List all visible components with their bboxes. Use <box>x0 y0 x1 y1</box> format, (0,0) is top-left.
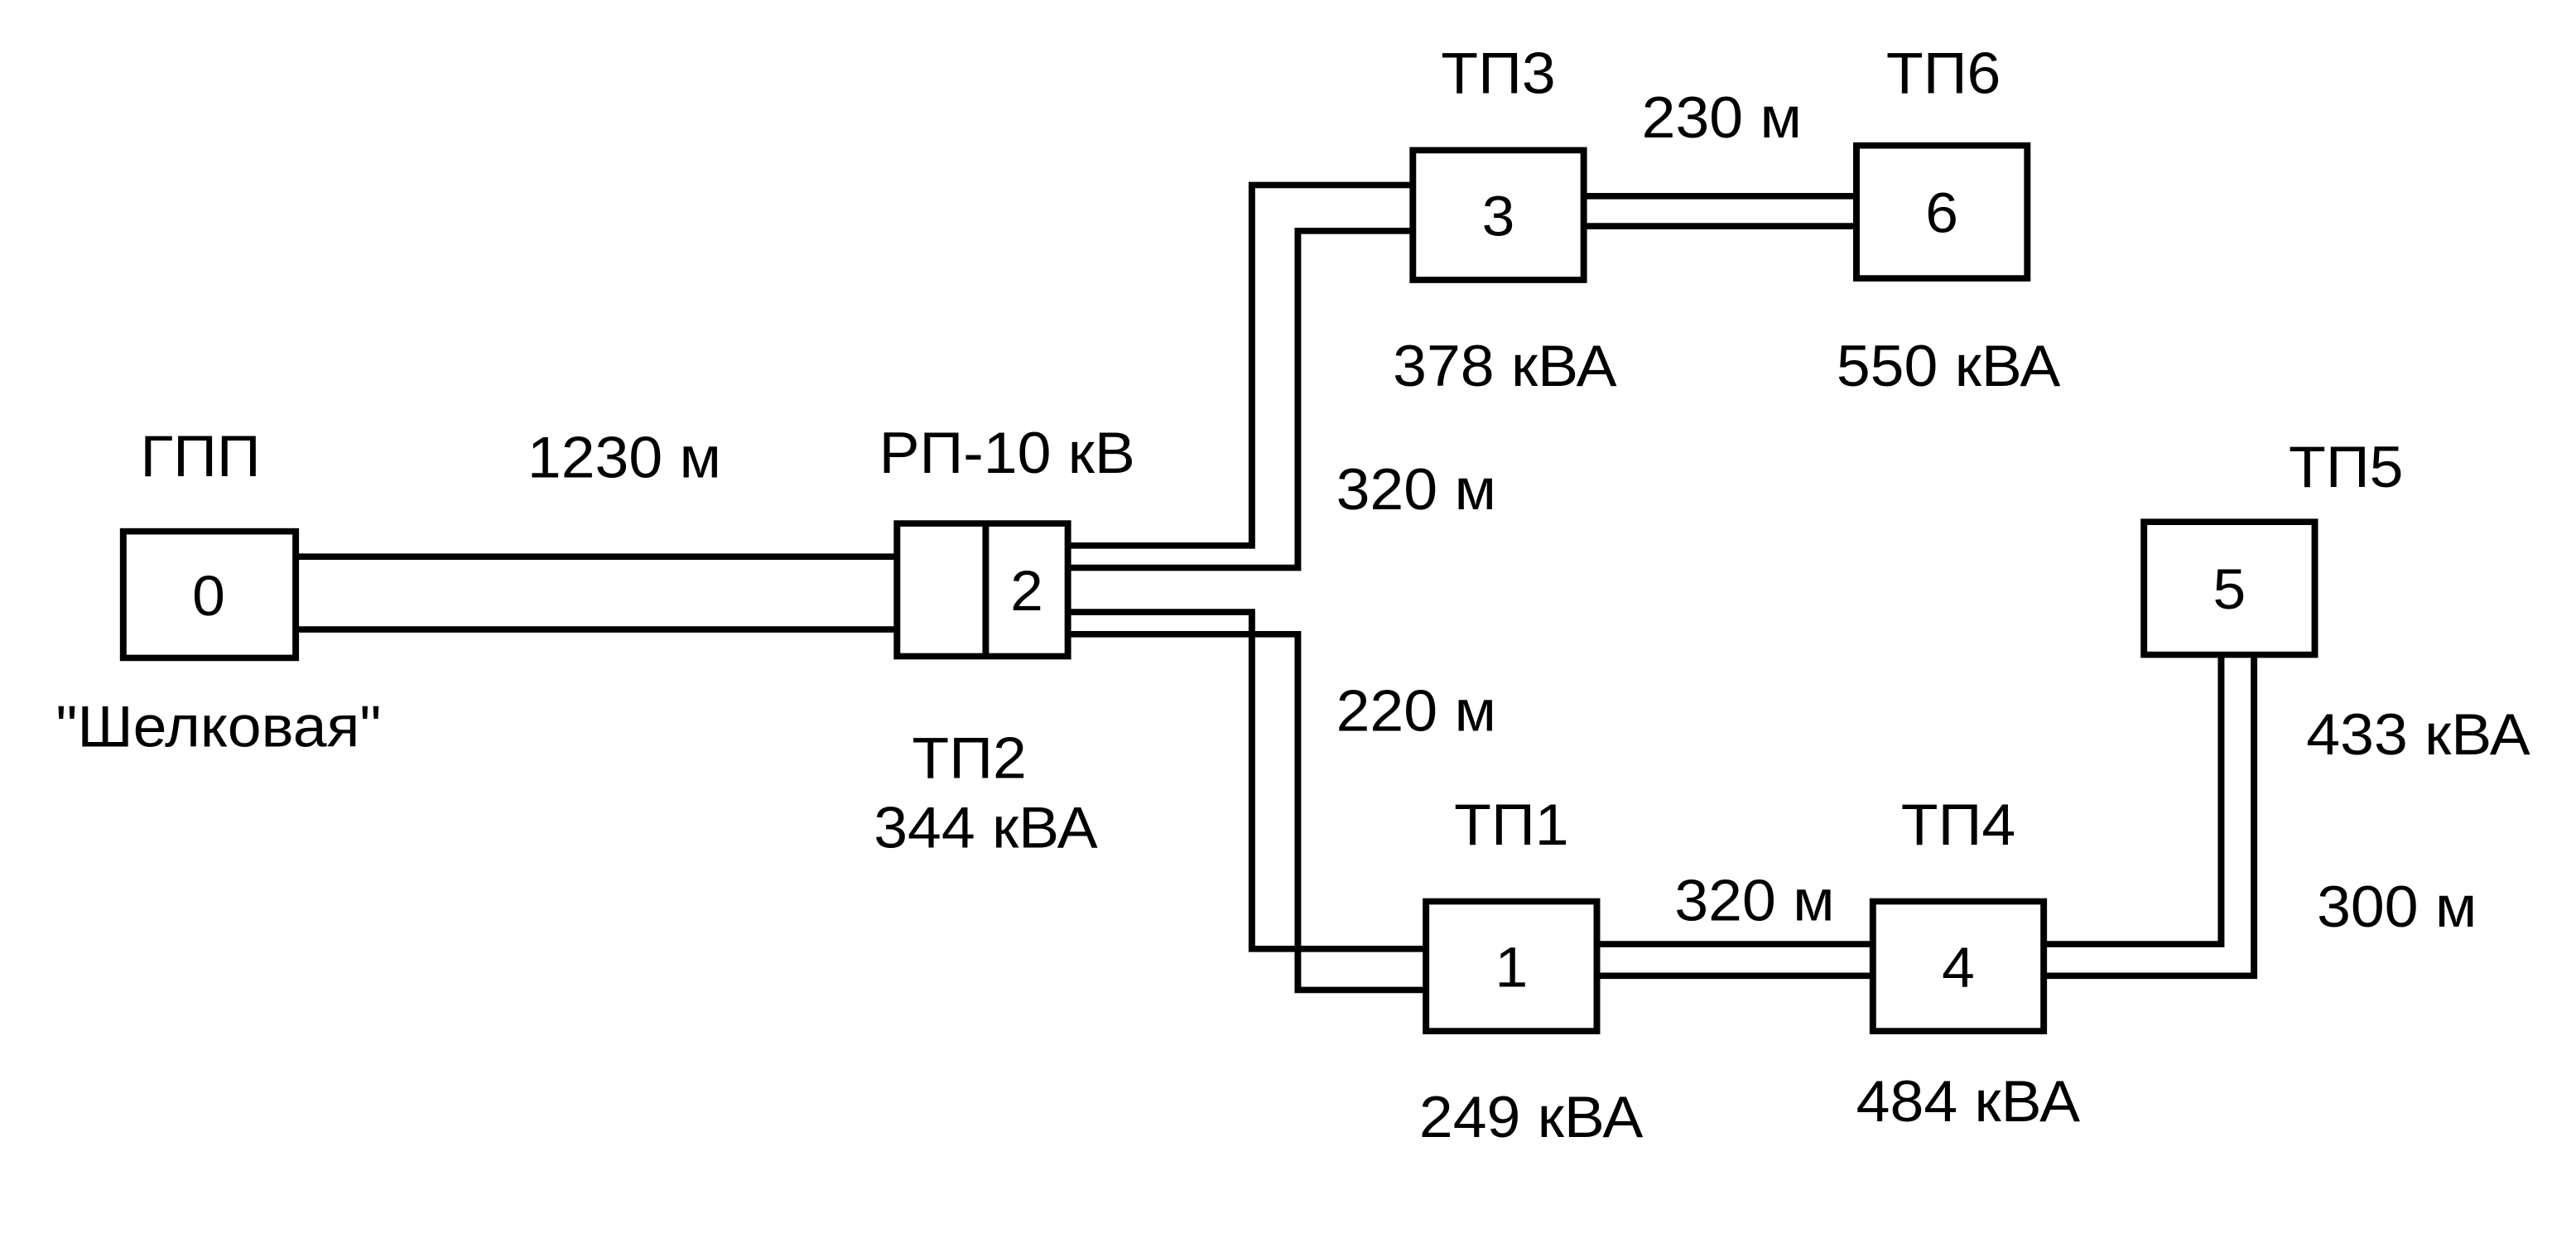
node-3-number: 3 <box>1482 185 1515 248</box>
length-tp1-tp4-label: 320 м <box>1674 869 1834 933</box>
node-2-number: 2 <box>1010 559 1043 622</box>
cable-rp-tp3-b <box>1067 227 1413 571</box>
length-labels: 1230 м 320 м 230 м 220 м 320 м 300 м <box>527 85 2477 939</box>
node-5-number: 5 <box>2213 557 2246 620</box>
tp2-title-label: ТП2 <box>912 726 1026 791</box>
tp4-title-label: ТП4 <box>1901 793 2015 857</box>
tp1-power-label: 249 кВА <box>1419 1085 1643 1149</box>
node-numbers: 0 2 3 6 1 4 5 <box>192 181 2246 999</box>
cable-tp4-tp5-b <box>2044 654 2258 980</box>
node-6-number: 6 <box>1925 181 1958 244</box>
length-rp-tp1-label: 220 м <box>1336 679 1496 744</box>
tp3-title-label: ТП3 <box>1441 41 1555 106</box>
wires <box>296 181 2258 994</box>
node-1-box <box>1423 898 1601 1034</box>
node-1-number: 1 <box>1495 936 1528 999</box>
power-labels: 344 кВА 378 кВА 550 кВА 249 кВА 484 кВА … <box>874 334 2530 1150</box>
rp-title-label: РП-10 кВ <box>879 421 1135 485</box>
tp1-title-label: ТП1 <box>1454 793 1568 857</box>
cable-tp4-tp5-a <box>2044 654 2225 947</box>
tp3-power-label: 378 кВА <box>1393 334 1616 398</box>
gpp-title-label: ГПП <box>140 424 260 489</box>
node-6-box <box>1853 142 2031 282</box>
node-0-number: 0 <box>192 564 225 627</box>
tp4-power-label: 484 кВА <box>1856 1069 2080 1134</box>
station-titles: ГПП РП-10 кВ ТП3 ТП6 ТП1 ТП4 ТП5 ТП2 "Ше… <box>55 41 2403 858</box>
node-5-box <box>2140 518 2318 658</box>
tp6-title-label: ТП6 <box>1886 41 2001 106</box>
node-4-number: 4 <box>1942 936 1975 999</box>
cable-rp-tp1-a <box>1067 609 1427 952</box>
node-4-box <box>1869 898 2048 1034</box>
node-0-box <box>119 528 300 662</box>
length-rp-tp3-label: 320 м <box>1336 457 1496 522</box>
tp6-power-label: 550 кВА <box>1837 334 2060 398</box>
node-3-box <box>1409 147 1587 283</box>
gpp-name-label: "Шелковая" <box>55 695 381 759</box>
cable-rp-tp3-a <box>1067 181 1413 549</box>
tp5-power-label: 433 кВА <box>2306 702 2530 767</box>
length-tp3-tp6-label: 230 м <box>1642 85 1802 150</box>
tp2-power-label: 344 кВА <box>874 796 1097 860</box>
length-gpp-rp-label: 1230 м <box>527 426 721 490</box>
nodes <box>119 142 2318 1034</box>
tp5-title-label: ТП5 <box>2289 435 2403 499</box>
cable-rp-tp1-b <box>1067 630 1427 994</box>
length-tp4-tp5-label: 300 м <box>2317 874 2477 939</box>
